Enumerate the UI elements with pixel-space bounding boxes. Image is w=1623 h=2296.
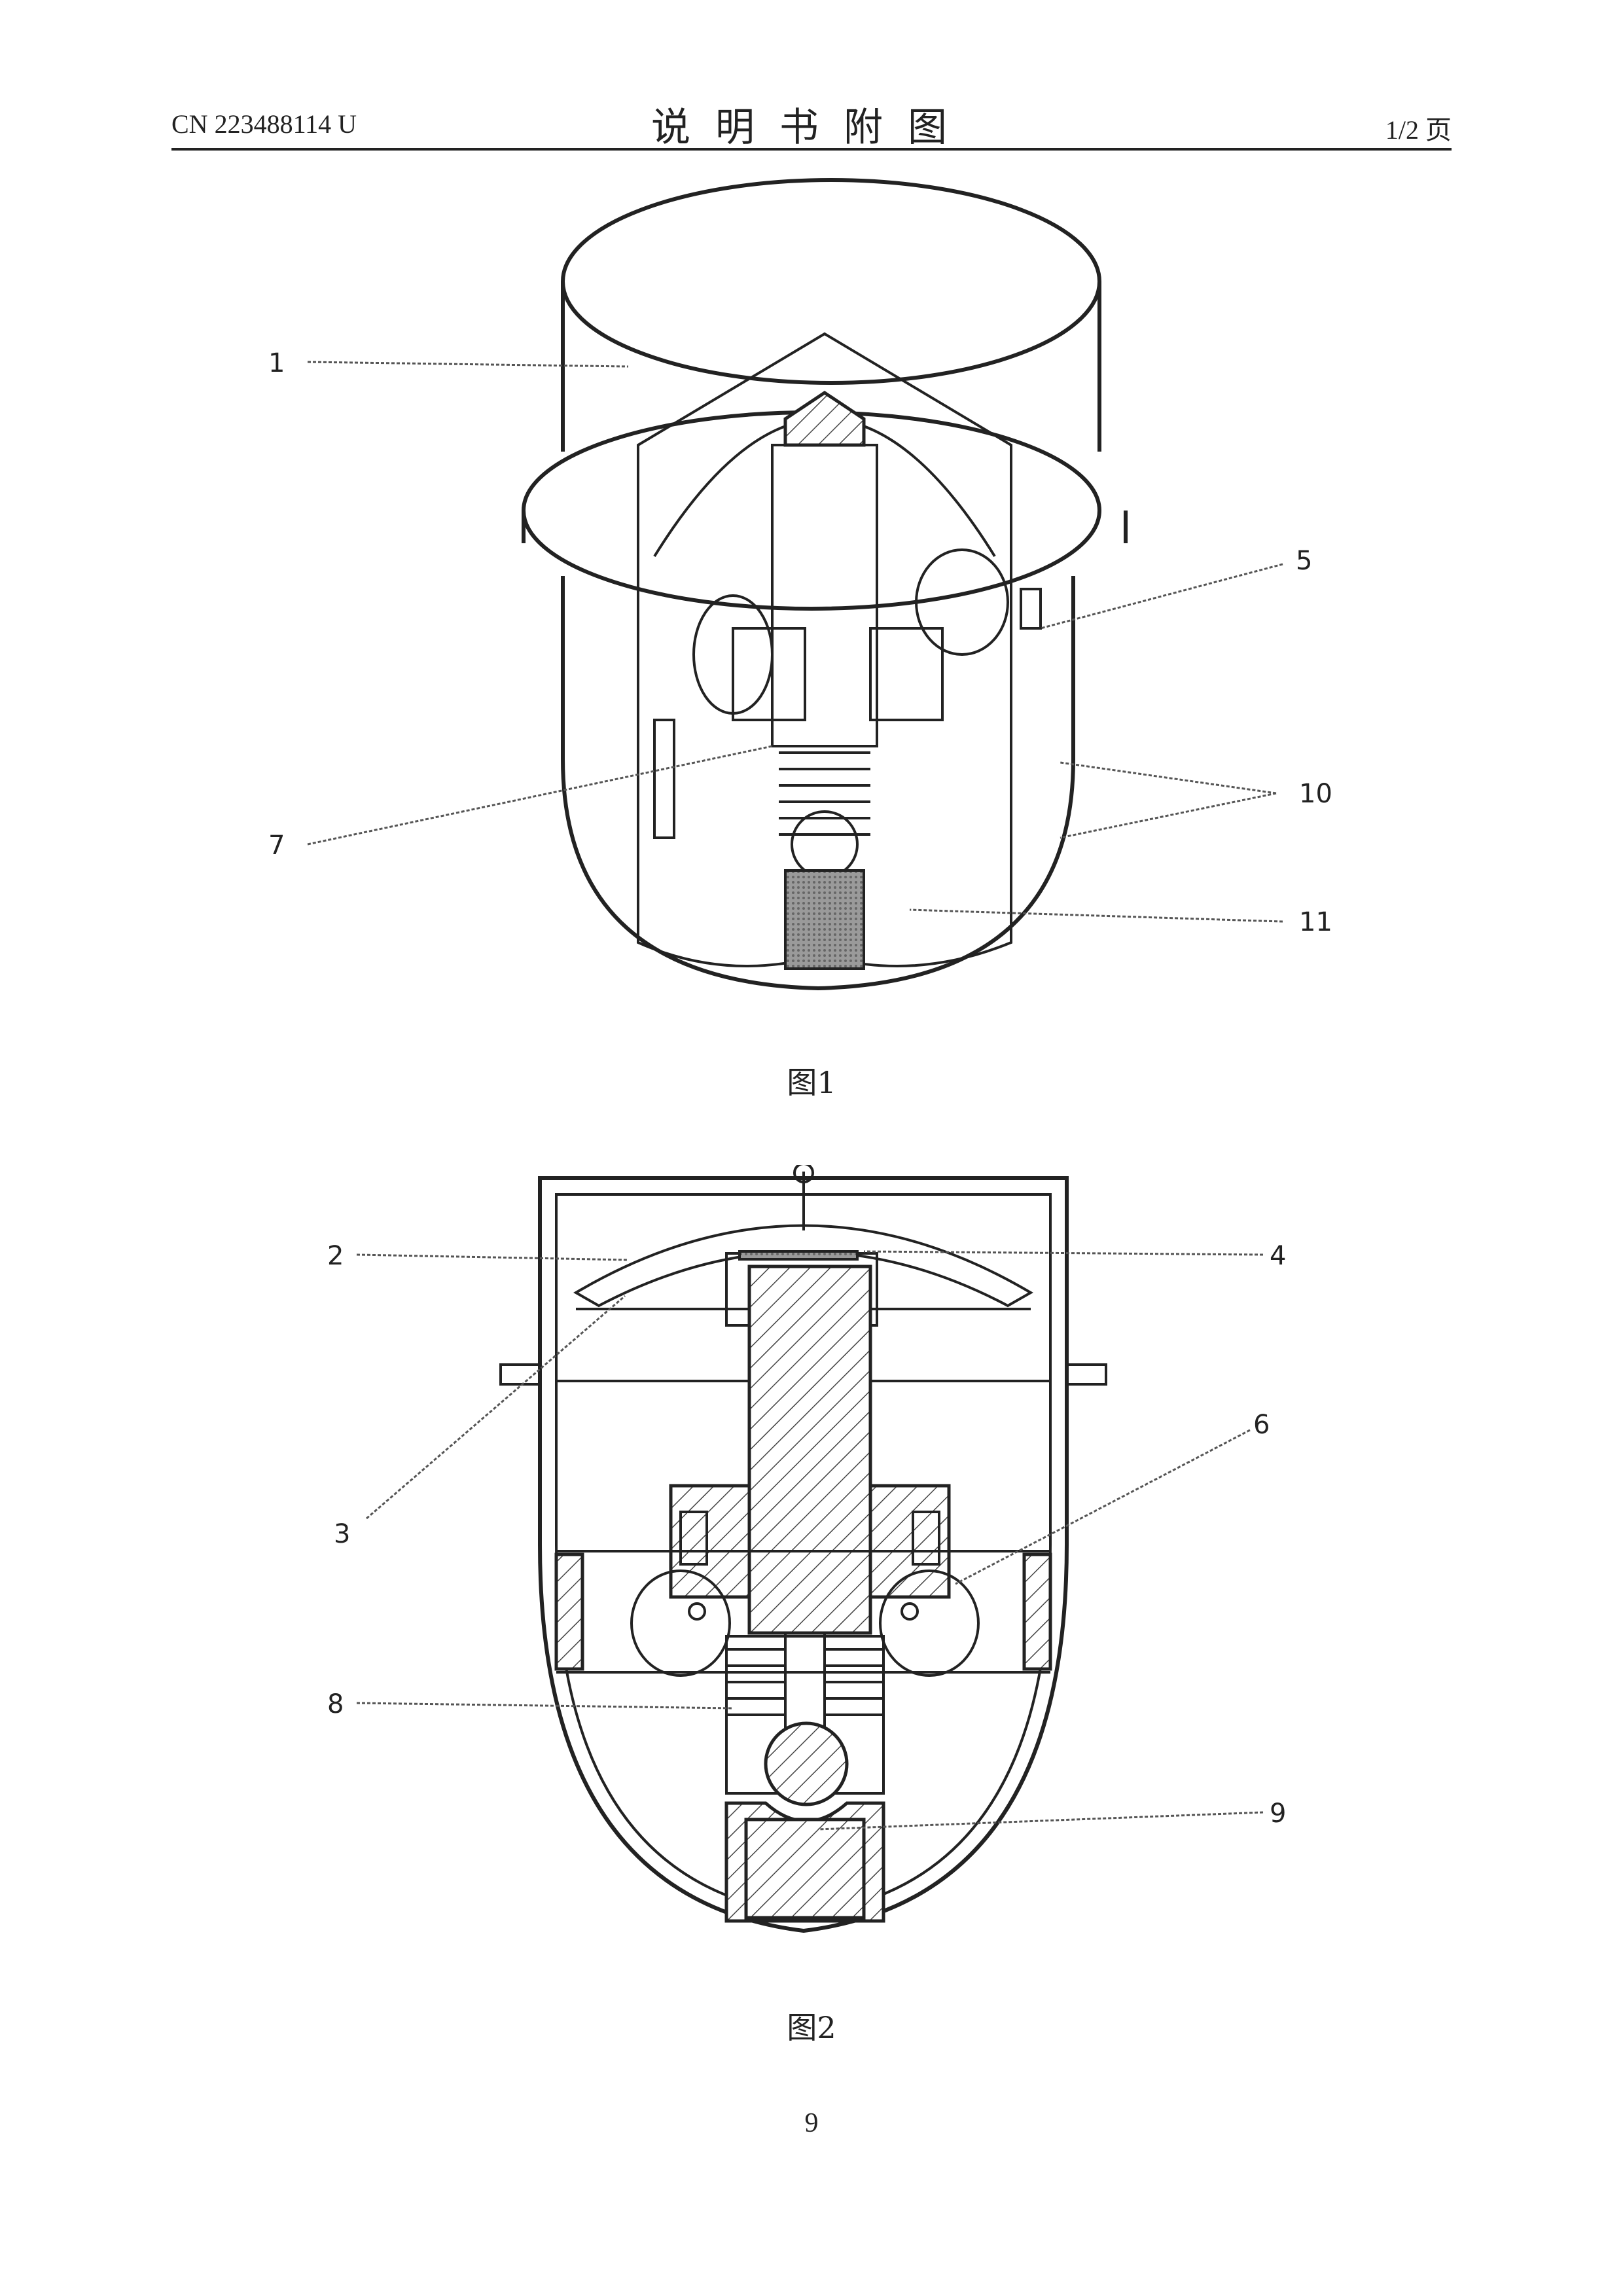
label-9: 9 [1270, 1799, 1286, 1829]
page-title: 说明书附图 [0, 96, 1623, 152]
label-3: 3 [334, 1519, 350, 1549]
figure1-caption: 图1 [0, 1059, 1623, 1102]
figure2-drawing: 2 3 4 6 8 9 [0, 1165, 1623, 1950]
label-11: 11 [1299, 907, 1332, 937]
label-7: 7 [268, 831, 285, 861]
figure1-body [524, 180, 1126, 988]
figure2-body [501, 1165, 1106, 1931]
label-10: 10 [1299, 779, 1332, 809]
label-5: 5 [1296, 546, 1312, 576]
label-2: 2 [327, 1241, 344, 1271]
label-4: 4 [1270, 1241, 1286, 1271]
figure2-caption: 图2 [0, 2004, 1623, 2047]
label-1: 1 [268, 348, 285, 378]
page-of: 1/2 页 [1385, 109, 1452, 147]
header-rule [171, 148, 1452, 151]
page-number: 9 [0, 2108, 1623, 2139]
label-6: 6 [1253, 1410, 1270, 1440]
figure1-drawing: 1 5 7 10 11 [0, 157, 1623, 1204]
label-8: 8 [327, 1689, 344, 1719]
